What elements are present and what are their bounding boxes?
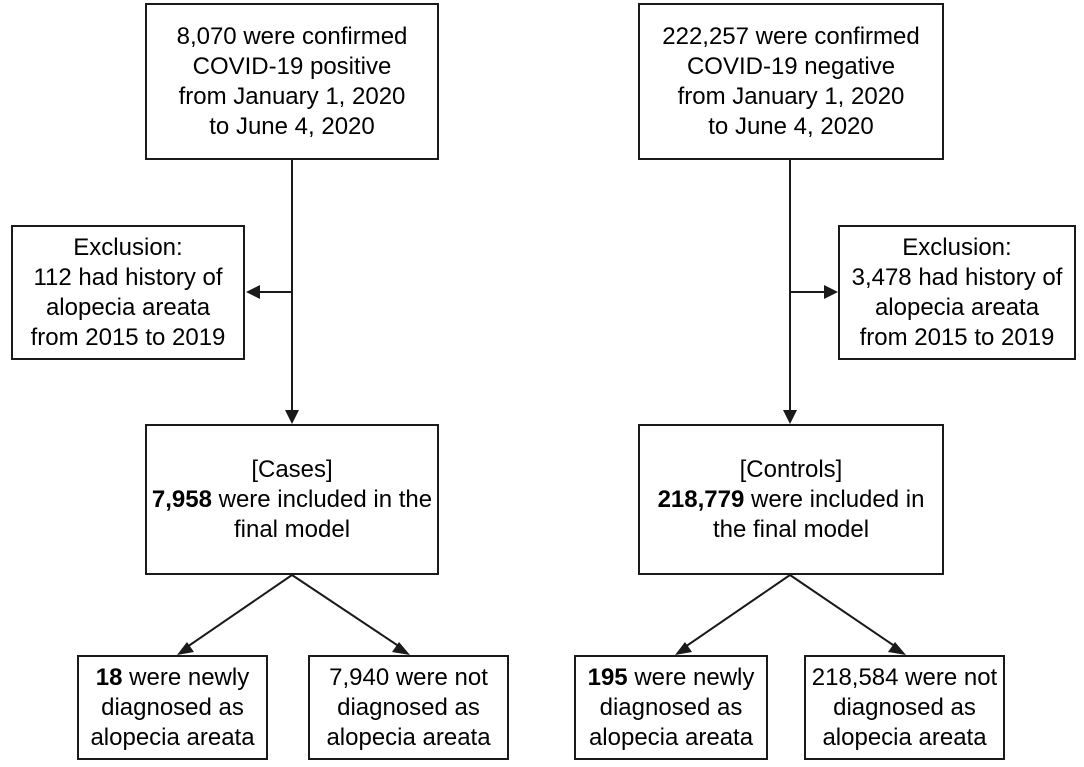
left-exclusion-line-2: 112 had history of (33, 263, 223, 291)
right-newly-line-1: 195 were newly (588, 663, 755, 693)
left-source-line-4: to June 4, 2020 (209, 112, 375, 140)
left-arrowhead-included (285, 410, 299, 424)
left-exclusion-line-1: Exclusion: (73, 233, 183, 261)
right-source-line-1: 222,257 were confirmed (662, 22, 920, 50)
left-exclusion-box: Exclusion: 112 had history of alopecia a… (11, 225, 245, 360)
left-source-line-1: 8,070 were confirmed (176, 22, 408, 50)
left-source-box: 8,070 were confirmed COVID-19 positive f… (145, 3, 439, 160)
left-source-line-2: COVID-19 positive (192, 52, 392, 80)
left-included-line-2: 7,958 were included in the (152, 485, 432, 515)
left-newly-line-3: alopecia areata (90, 723, 255, 751)
left-included-count: 7,958 (151, 485, 212, 513)
left-newly-line-1-text: were newly (122, 663, 250, 691)
left-to-newly-line (186, 574, 293, 648)
right-not-diagnosed-line-2: diagnosed as (833, 693, 976, 721)
right-exclusion-box: Exclusion: 3,478 had history of alopecia… (838, 225, 1076, 360)
left-not-diagnosed-line-1: 7,940 were not (329, 663, 488, 691)
left-newly-count: 18 (95, 663, 123, 691)
right-included-count: 218,779 (657, 485, 745, 513)
right-not-diagnosed-line-3: alopecia areata (822, 723, 987, 751)
right-newly-diagnosed-box: 195 were newly diagnosed as alopecia are… (574, 655, 768, 760)
right-not-diagnosed-line-1: 218,584 were not (811, 663, 998, 691)
left-arrowhead-not-diagnosed (392, 642, 410, 655)
left-newly-line-1: 18 were newly (96, 663, 249, 693)
left-newly-line-2: diagnosed as (101, 693, 244, 721)
right-exclusion-line-4: from 2015 to 2019 (859, 323, 1055, 351)
right-exclusion-line-2: 3,478 had history of (851, 263, 1063, 291)
right-source-line-3: from January 1, 2020 (677, 82, 905, 110)
right-included-line-3: the final model (712, 515, 870, 543)
left-not-diagnosed-line-2: diagnosed as (337, 693, 480, 721)
right-arrowhead-included (783, 410, 797, 424)
right-arrowhead-exclusion (824, 285, 838, 299)
left-source-line-3: from January 1, 2020 (178, 82, 406, 110)
left-arrowhead-newly (177, 642, 194, 655)
right-newly-count: 195 (587, 663, 628, 691)
right-source-line-2: COVID-19 negative (686, 52, 896, 80)
left-exclusion-line-4: from 2015 to 2019 (30, 323, 226, 351)
right-to-not-diagnosed-line (789, 574, 897, 648)
right-not-diagnosed-box: 218,584 were not diagnosed as alopecia a… (804, 655, 1005, 760)
right-arrowhead-not-diagnosed (888, 642, 906, 655)
right-source-box: 222,257 were confirmed COVID-19 negative… (638, 3, 944, 160)
right-exclusion-line-3: alopecia areata (874, 293, 1040, 321)
left-included-line-3: final model (233, 515, 351, 543)
right-newly-line-1-text: were newly (627, 663, 755, 691)
right-exclusion-line-1: Exclusion: (902, 233, 1012, 261)
left-included-label: [Cases] (251, 455, 333, 483)
right-included-line-2: 218,779 were included in (658, 485, 925, 515)
left-included-line-2-text: were included in the (211, 485, 433, 513)
right-newly-line-3: alopecia areata (588, 723, 754, 751)
left-to-not-diagnosed-line (291, 574, 401, 648)
left-included-box: [Cases] 7,958 were included in the final… (145, 424, 439, 575)
left-exclusion-line-3: alopecia areata (45, 293, 211, 321)
right-included-box: [Controls] 218,779 were included in the … (638, 424, 944, 575)
left-not-diagnosed-box: 7,940 were not diagnosed as alopecia are… (308, 655, 509, 760)
left-arrowhead-exclusion (246, 285, 260, 299)
left-not-diagnosed-line-3: alopecia areata (326, 723, 491, 751)
right-to-newly-line (684, 574, 791, 648)
right-included-label: [Controls] (739, 455, 843, 483)
right-included-line-2-text: were included in (744, 485, 925, 513)
right-newly-line-2: diagnosed as (599, 693, 743, 721)
right-arrowhead-newly (675, 642, 692, 655)
left-newly-diagnosed-box: 18 were newly diagnosed as alopecia area… (77, 655, 268, 760)
right-source-line-4: to June 4, 2020 (708, 112, 874, 140)
